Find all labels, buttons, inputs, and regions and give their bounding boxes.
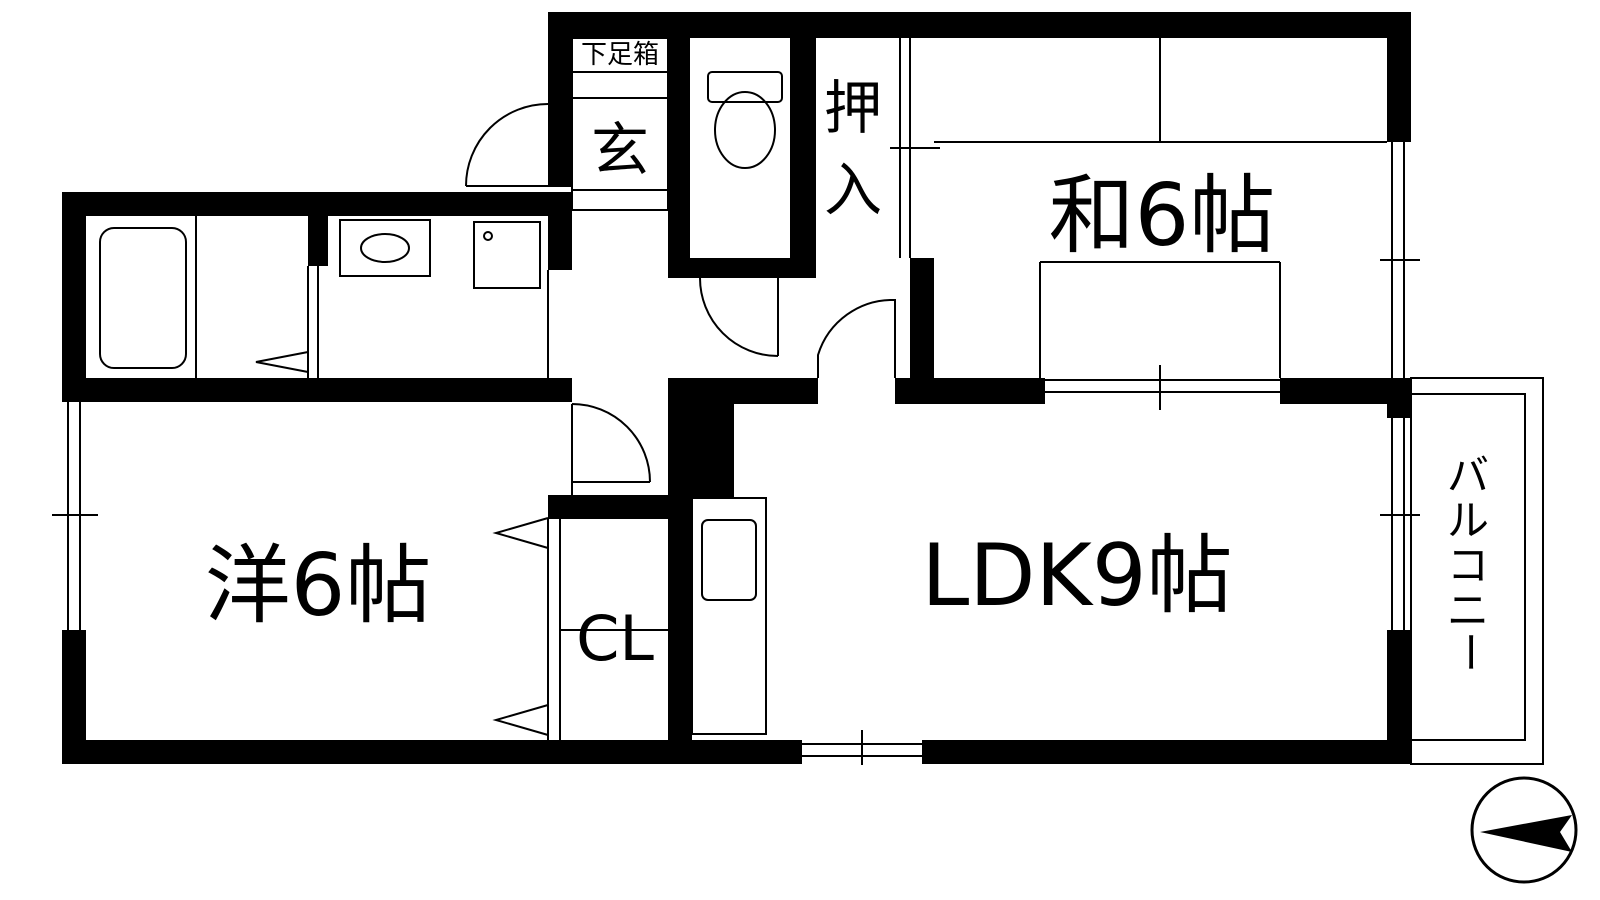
balcony-char-3: コ [1447, 541, 1489, 590]
room-label-shoe-box: 下足箱 [581, 40, 659, 70]
room-label-oshiire-1: 押 [824, 74, 882, 142]
room-label-western: 洋6帖 [205, 536, 432, 636]
balcony-char-5: ー [1445, 631, 1494, 673]
balcony-char-1: バ [1447, 451, 1489, 500]
room-label-closet: CL [576, 602, 654, 675]
north-arrow-icon [1470, 776, 1578, 884]
balcony-char-4: ニ [1447, 586, 1489, 635]
balcony-label: バ ル コ ニ ー [1445, 451, 1494, 673]
room-label-genkan: 玄 [591, 116, 649, 184]
balcony-char-2: ル [1447, 496, 1489, 545]
room-label-ldk: LDK9帖 [921, 526, 1232, 626]
thin-lines [52, 37, 1544, 765]
room-label-oshiire-2: 入 [824, 156, 882, 224]
walls [62, 12, 1411, 764]
room-label-japanese: 和6帖 [1049, 166, 1276, 266]
